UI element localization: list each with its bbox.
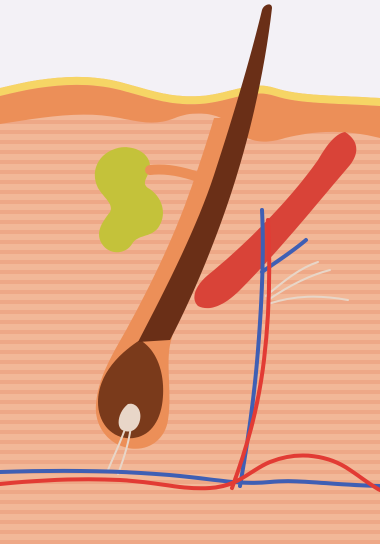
hair-follicle-diagram (0, 0, 380, 544)
diagram-canvas (0, 0, 380, 544)
